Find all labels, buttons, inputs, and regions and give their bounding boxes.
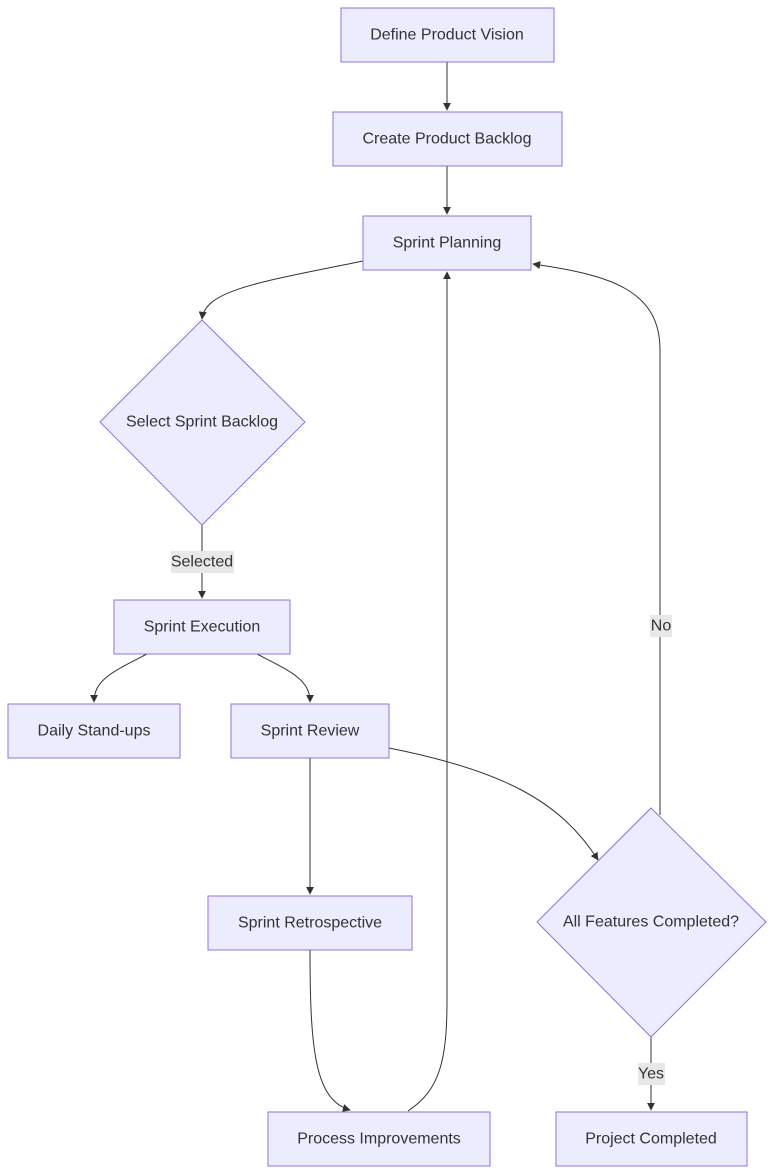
edge-retro-to-improvements bbox=[309, 949, 351, 1112]
edge-execution-to-review bbox=[256, 653, 314, 703]
svg-text:All Features Completed?: All Features Completed? bbox=[563, 914, 739, 931]
svg-text:Create Product Backlog: Create Product Backlog bbox=[363, 131, 532, 148]
node-project-completed: Project Completed bbox=[555, 1111, 748, 1167]
svg-text:Daily Stand-ups: Daily Stand-ups bbox=[38, 723, 151, 740]
node-create-product-backlog: Create Product Backlog bbox=[332, 111, 563, 167]
edge-planning-to-select bbox=[198, 260, 364, 320]
svg-text:No: No bbox=[651, 618, 672, 635]
node-select-sprint-backlog: Select Sprint Backlog bbox=[99, 319, 306, 526]
svg-text:Selected: Selected bbox=[171, 554, 233, 571]
node-sprint-review: Sprint Review bbox=[230, 703, 390, 759]
edge-label-selected: Selected bbox=[171, 551, 234, 573]
edge-label-no: No bbox=[650, 615, 672, 637]
node-sprint-retrospective: Sprint Retrospective bbox=[207, 895, 413, 951]
svg-text:Yes: Yes bbox=[638, 1066, 664, 1083]
edge-review-to-features bbox=[388, 747, 599, 861]
svg-text:Sprint Execution: Sprint Execution bbox=[144, 619, 261, 636]
edge-execution-to-standups bbox=[90, 653, 148, 703]
node-daily-standups: Daily Stand-ups bbox=[7, 703, 181, 759]
edge-label-yes: Yes bbox=[638, 1063, 665, 1085]
svg-text:Select Sprint Backlog: Select Sprint Backlog bbox=[126, 414, 278, 431]
svg-text:Sprint Planning: Sprint Planning bbox=[393, 235, 502, 252]
svg-text:Project Completed: Project Completed bbox=[585, 1131, 717, 1148]
node-sprint-execution: Sprint Execution bbox=[113, 599, 291, 655]
svg-text:Sprint Review: Sprint Review bbox=[261, 723, 360, 740]
svg-text:Process Improvements: Process Improvements bbox=[297, 1131, 461, 1148]
svg-text:Sprint Retrospective: Sprint Retrospective bbox=[238, 915, 382, 932]
edge-improvements-to-planning bbox=[407, 271, 451, 1112]
node-process-improvements: Process Improvements bbox=[267, 1111, 491, 1167]
edge-features-to-planning bbox=[532, 261, 661, 815]
node-sprint-planning: Sprint Planning bbox=[362, 215, 532, 271]
node-define-product-vision: Define Product Vision bbox=[340, 7, 555, 63]
node-all-features-completed: All Features Completed? bbox=[536, 807, 767, 1038]
svg-text:Define Product Vision: Define Product Vision bbox=[370, 27, 524, 44]
